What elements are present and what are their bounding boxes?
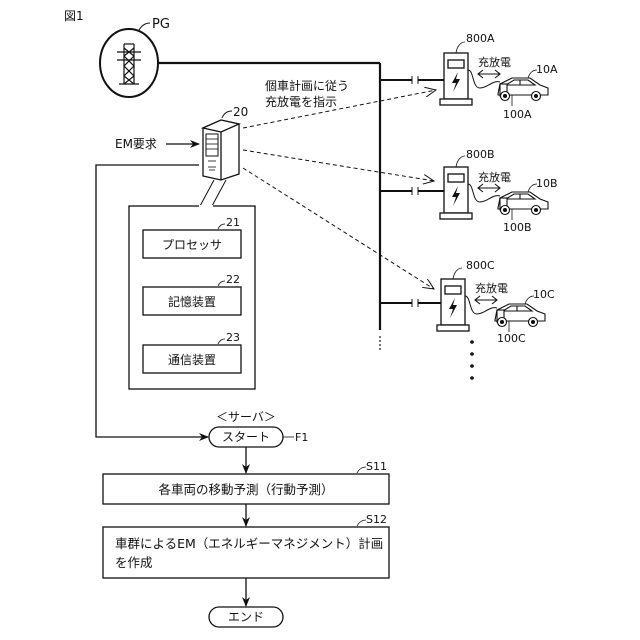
station-c-labels: 800C 充放電 10C 100C <box>466 259 555 345</box>
step-s11-label: 各車両の移動予測（行動予測） <box>158 482 333 497</box>
port-ref-b: 100B <box>503 221 532 234</box>
figure-label: 図1 <box>64 9 84 23</box>
branch-lines <box>380 76 444 307</box>
flow-label-a: 充放電 <box>478 55 511 69</box>
bidirectional-arrow-icon <box>475 296 497 304</box>
power-grid: PG <box>100 17 170 97</box>
server-icon <box>203 120 239 180</box>
instruction-label-line1: 個車計画に従う <box>265 78 349 93</box>
start-label: スタート <box>222 430 270 444</box>
transmission-tower-icon <box>117 44 141 84</box>
step-s12-label-line1: 車群によるEM（エネルギーマネジメント）計画 <box>115 536 383 551</box>
vehicle-ref-a: 10A <box>536 63 558 76</box>
charging-cable <box>468 70 500 88</box>
em-request-label: EM要求 <box>115 137 157 151</box>
charger-icon <box>437 279 469 331</box>
charging-cable <box>465 296 497 314</box>
step-s12-label-line2: を作成 <box>115 555 153 570</box>
charger-ref-c: 800C <box>466 259 495 272</box>
start-ref: F1 <box>295 431 308 444</box>
step-s12-ref: S12 <box>366 513 387 526</box>
flowchart-end: エンド <box>209 607 283 627</box>
component-storage-ref: 22 <box>226 273 240 286</box>
component-storage-label: 記憶装置 <box>168 294 216 309</box>
end-label: エンド <box>228 610 264 624</box>
command-arrows <box>243 90 436 289</box>
flow-label-c: 充放電 <box>475 281 508 295</box>
step-s11-ref: S11 <box>366 460 387 473</box>
bidirectional-arrow-icon <box>478 184 500 192</box>
station-a-labels: 800A 充放電 10A 100A <box>466 32 558 121</box>
bus-continuation-dots <box>379 336 381 350</box>
charging-cable <box>468 184 500 202</box>
server: 20 <box>203 105 248 180</box>
station-b-labels: 800B 充放電 10B 100B <box>466 148 558 234</box>
bidirectional-arrow-icon <box>478 70 500 78</box>
server-ref: 20 <box>233 105 248 119</box>
component-communication-label: 通信装置 <box>168 353 216 367</box>
server-callout <box>200 180 226 206</box>
flowchart-title: ＜サーバ＞ <box>216 410 276 424</box>
more-stations-dots <box>470 340 474 380</box>
flow-label-b: 充放電 <box>478 170 511 184</box>
charger-ref-a: 800A <box>466 32 495 45</box>
station-800c <box>437 268 545 332</box>
charger-ref-b: 800B <box>466 148 495 161</box>
instruction-label-line2: 充放電を指示 <box>265 94 337 109</box>
charger-icon <box>440 167 472 219</box>
electric-vehicle-icon <box>495 304 545 327</box>
port-ref-c: 100C <box>497 332 526 345</box>
flowchart-start: スタート F1 <box>209 427 308 447</box>
power-grid-label: PG <box>152 17 170 32</box>
vehicle-ref-b: 10B <box>536 177 558 190</box>
charger-icon <box>440 53 472 105</box>
station-800b <box>440 156 548 220</box>
electric-vehicle-icon <box>498 192 548 215</box>
port-ref-a: 100A <box>503 108 532 121</box>
server-components-box: プロセッサ 21 記憶装置 22 通信装置 23 <box>129 206 255 389</box>
vehicle-ref-c: 10C <box>533 288 555 301</box>
component-processor-ref: 21 <box>226 216 240 229</box>
component-communication-ref: 23 <box>226 331 240 344</box>
station-800a <box>440 42 548 106</box>
component-processor-label: プロセッサ <box>162 238 222 252</box>
electric-vehicle-icon <box>498 78 548 101</box>
